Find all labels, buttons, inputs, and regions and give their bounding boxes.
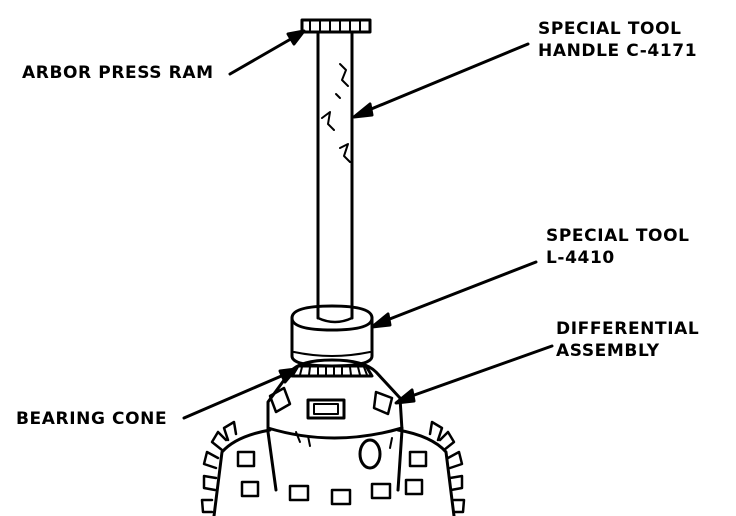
leader-bearing-cone [182,367,298,420]
ring-gear [200,420,466,516]
label-arbor-press-ram-text: ARBOR PRESS RAM [22,63,214,83]
leader-special-tool-l4410 [370,260,538,329]
label-differential-assembly-line1: DIFFERENTIAL [556,319,700,339]
label-special-tool-l4410: SPECIAL TOOL L-4410 [546,225,690,269]
leader-special-tool-handle [352,42,530,119]
installer-tool [290,304,374,368]
tool-handle [316,30,354,324]
label-bearing-cone: BEARING CONE [16,408,167,430]
label-differential-assembly-line2: ASSEMBLY [556,341,660,361]
label-bearing-cone-text: BEARING CONE [16,409,168,429]
label-special-tool-l4410-line1: SPECIAL TOOL [546,226,690,246]
leader-differential-assembly [394,344,554,405]
label-arbor-press-ram: ARBOR PRESS RAM [22,62,214,84]
label-special-tool-handle-line2: HANDLE C-4171 [538,41,698,61]
label-special-tool-l4410-line2: L-4410 [546,248,615,268]
leader-arbor-press-ram [228,29,306,76]
arbor-press-ram [300,18,372,34]
label-special-tool-handle: SPECIAL TOOL HANDLE C-4171 [538,18,697,62]
label-differential-assembly: DIFFERENTIAL ASSEMBLY [556,318,699,362]
label-special-tool-handle-line1: SPECIAL TOOL [538,19,682,39]
